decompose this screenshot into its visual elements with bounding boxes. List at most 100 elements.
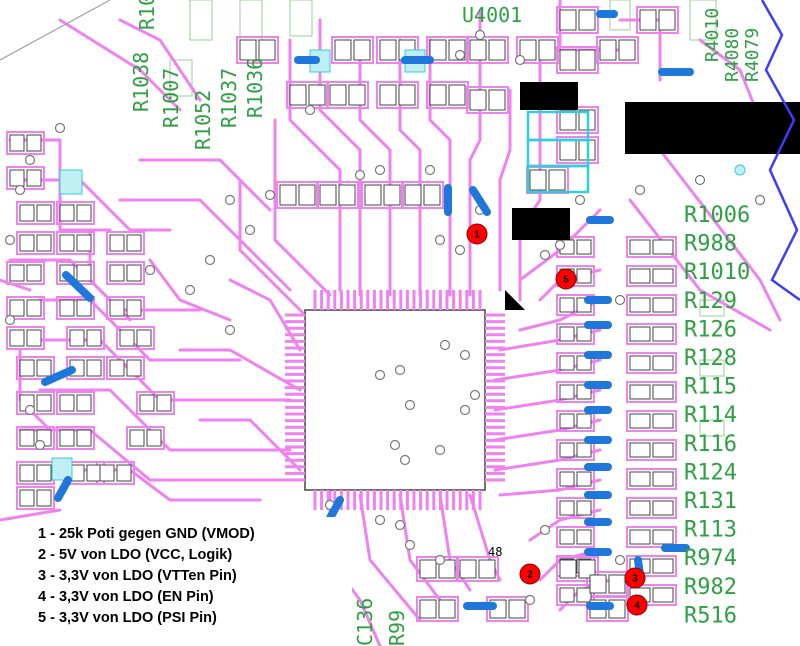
via: [474, 29, 486, 41]
smd-pad: [26, 299, 42, 317]
marker-5: [555, 268, 577, 290]
smd-pad: [338, 184, 356, 206]
smd-pad: [652, 558, 674, 574]
smd-pad: [576, 529, 592, 545]
silk-pad: [689, 0, 717, 41]
pcb-trace: [118, 198, 292, 292]
pad-outline: [16, 356, 55, 380]
smd-pad: [59, 234, 75, 252]
smd-pad: [156, 394, 172, 412]
ref-label: R974: [684, 546, 737, 571]
smd-pad: [559, 139, 577, 161]
pcb-trace: [498, 88, 512, 292]
smd-pad: [26, 134, 42, 152]
pad-outline: [626, 265, 677, 287]
smd-pad: [364, 184, 382, 206]
pad-outline: [116, 326, 155, 350]
silk-pad: [289, 0, 313, 37]
via: [434, 444, 446, 456]
pad-outline: [326, 81, 369, 109]
smd-pad: [629, 297, 651, 313]
via: [144, 264, 156, 276]
smd-pad: [146, 429, 162, 447]
smd-pad: [279, 184, 297, 206]
pcb-trace: [238, 178, 312, 322]
smd-pad: [559, 413, 575, 429]
pad-outline: [596, 36, 639, 64]
smd-pad: [109, 299, 125, 317]
pad-outline: [556, 439, 595, 461]
smd-pad: [36, 489, 52, 507]
pad-outline: [556, 352, 595, 374]
pcb-trace: [178, 348, 302, 392]
silk-pad: [699, 359, 725, 377]
via: [539, 249, 551, 261]
smd-pad: [652, 442, 674, 458]
smd-pad: [19, 429, 35, 447]
pad-outline: [626, 497, 677, 519]
smd-pad: [298, 184, 316, 206]
via: [354, 169, 366, 181]
pad-outline: [556, 497, 595, 519]
silk-pad: [169, 59, 193, 97]
pcb-trace: [0, 508, 62, 522]
pcb-trace: [38, 388, 292, 452]
ref-label: R4079: [742, 28, 763, 82]
smd-pad: [59, 394, 75, 412]
via: [459, 404, 471, 416]
pad-outline: [106, 261, 145, 285]
smd-pad: [576, 471, 592, 487]
smd-pad: [519, 39, 537, 61]
smd-pad: [329, 84, 347, 106]
pad-outline: [626, 410, 677, 432]
via: [24, 404, 36, 416]
jumper-wire: [41, 366, 76, 386]
pad-outline: [316, 181, 359, 209]
black-block: [625, 102, 800, 154]
board-outline: [760, 0, 800, 302]
ref-label: R113: [684, 518, 737, 543]
smd-pad: [129, 429, 145, 447]
pcb-trace: [628, 198, 772, 332]
smd-pad: [76, 204, 92, 222]
smd-pad: [126, 359, 142, 377]
smd-pad: [76, 264, 92, 282]
pad-outline: [106, 296, 145, 320]
ref-label: R1010: [684, 260, 750, 285]
pad-outline: [331, 36, 374, 64]
smd-pad: [559, 326, 575, 342]
smd-pad: [419, 559, 437, 579]
smd-pad: [9, 299, 25, 317]
pad-outline: [636, 6, 679, 34]
smd-pad: [652, 355, 674, 371]
via: [694, 174, 706, 186]
pcb-trace: [198, 418, 302, 472]
pad-outline: [136, 391, 175, 415]
legend-item-2: 2 - 5V von LDO (VCC, Logik): [38, 547, 233, 563]
marker-2-label: 2: [527, 570, 533, 581]
jumper-wire: [326, 496, 344, 522]
via: [399, 454, 411, 466]
smd-pad: [576, 413, 592, 429]
pcb-trace: [658, 148, 782, 322]
marker-3-label: 3: [632, 574, 638, 585]
smd-pad: [69, 329, 85, 347]
ref-label: R124: [684, 460, 737, 485]
via: [614, 554, 626, 566]
ic-u4001: [304, 290, 525, 491]
marker-1: [466, 223, 488, 245]
pcb-trace: [398, 493, 442, 602]
via: [404, 539, 416, 551]
smd-pad: [99, 464, 115, 482]
highlight-via: [734, 164, 746, 176]
smd-pad: [629, 384, 651, 400]
pad-outline: [456, 556, 499, 582]
pad-outline: [16, 201, 55, 225]
ref-label: R988: [684, 232, 737, 257]
via: [264, 189, 276, 201]
smd-pad: [308, 84, 326, 106]
smd-pad: [629, 442, 651, 458]
smd-pad: [9, 169, 25, 187]
smd-pad: [438, 559, 456, 579]
pcb-trace: [428, 38, 452, 297]
